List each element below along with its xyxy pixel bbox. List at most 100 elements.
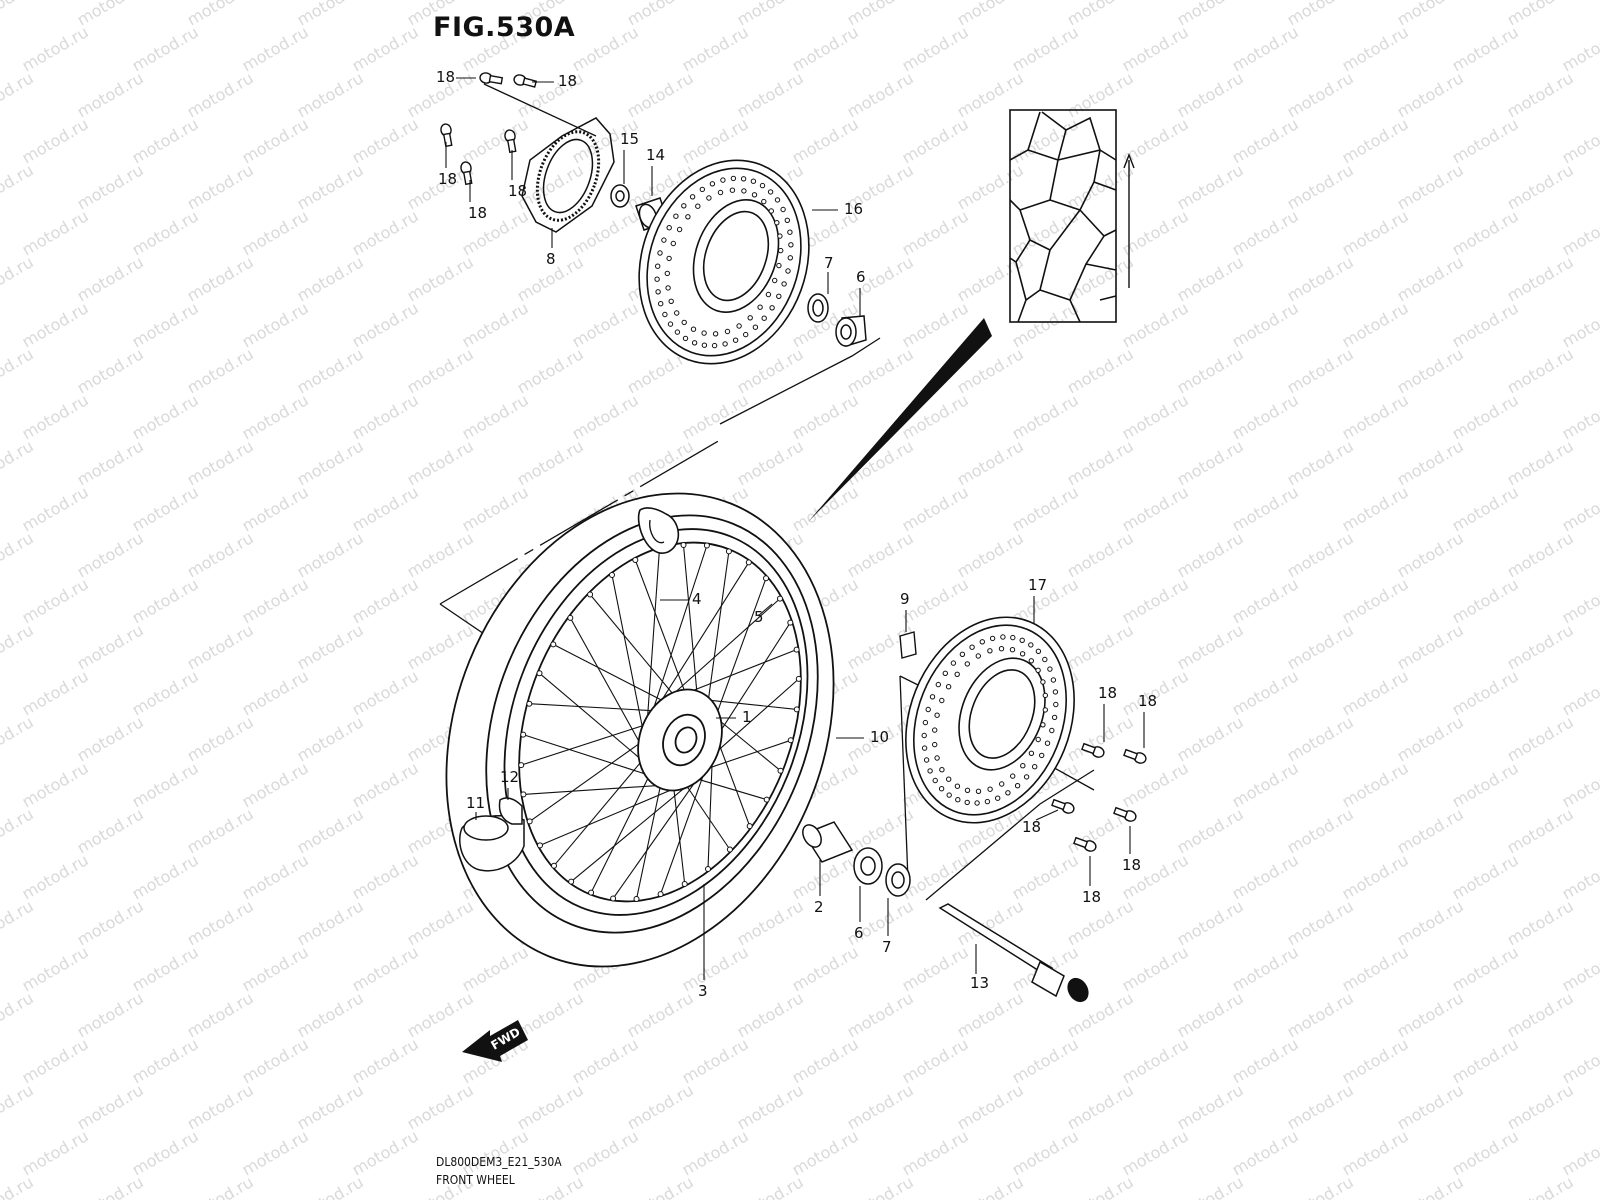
callout-number-9: 9 xyxy=(900,590,910,608)
disc-vent-hole xyxy=(946,792,952,798)
watermark-text: motod.ru xyxy=(1394,804,1467,857)
watermark-text: motod.ru xyxy=(679,1034,752,1087)
watermark-text: motod.ru xyxy=(734,1172,807,1200)
disc-vent-hole xyxy=(667,321,674,327)
watermark-text: motod.ru xyxy=(844,344,917,397)
watermark-text: motod.ru xyxy=(294,620,367,673)
disc-vent-hole xyxy=(1051,714,1058,721)
disc-vent-hole xyxy=(654,276,660,282)
spoke-line xyxy=(706,551,730,713)
watermark-text: motod.ru xyxy=(1394,620,1467,673)
spoke-nipple-mark xyxy=(705,866,711,872)
watermark-text: motod.ru xyxy=(404,988,477,1041)
watermark-text: motod.ru xyxy=(1229,22,1302,75)
disc-vent-hole xyxy=(788,242,794,248)
disc-vent-hole xyxy=(939,767,945,773)
watermark-text: motod.ru xyxy=(74,68,147,121)
watermark-text: motod.ru xyxy=(184,160,257,213)
watermark-text: motod.ru xyxy=(1394,1080,1467,1133)
disc-vent-hole xyxy=(676,226,683,233)
watermark-text: motod.ru xyxy=(349,1126,422,1179)
watermark-text: motod.ru xyxy=(1174,528,1247,581)
watermark-text: motod.ru xyxy=(1449,482,1522,535)
watermark-text: motod.ru xyxy=(129,758,202,811)
watermark-text: motod.ru xyxy=(1449,22,1522,75)
spoke-nipple-mark xyxy=(787,737,794,744)
disc-vent-hole xyxy=(1020,763,1026,769)
disc-vent-hole xyxy=(946,776,952,782)
watermark-text: motod.ru xyxy=(74,712,147,765)
disc-vent-hole xyxy=(995,795,1001,801)
disc-vent-hole xyxy=(747,315,753,321)
disc-vent-hole xyxy=(701,342,708,348)
watermark-text: motod.ru xyxy=(459,390,532,443)
watermark-text: motod.ru xyxy=(74,160,147,213)
watermark-text: motod.ru xyxy=(1174,1080,1247,1133)
watermark-text: motod.ru xyxy=(1064,252,1137,305)
disc-vent-hole xyxy=(780,206,786,213)
disc-vent-hole xyxy=(787,229,793,235)
callout-number-18: 18 xyxy=(508,182,527,200)
disc-vent-hole xyxy=(975,653,981,659)
spoke-nipple-mark xyxy=(520,731,527,738)
spoke-nipple-mark xyxy=(526,700,533,707)
watermark-text: motod.ru xyxy=(184,0,257,29)
watermark-text: motod.ru xyxy=(569,298,642,351)
watermark-text: motod.ru xyxy=(789,22,862,75)
disc-vent-hole xyxy=(1014,783,1021,789)
spoke-line xyxy=(635,777,663,900)
disc-vent-hole xyxy=(1000,634,1006,640)
watermark-text: motod.ru xyxy=(19,574,92,627)
disc-vent-hole xyxy=(1052,689,1059,695)
disc-vent-hole xyxy=(1035,648,1042,654)
watermark-text: motod.ru xyxy=(129,390,202,443)
watermark-text: motod.ru xyxy=(789,114,862,167)
watermark-text: motod.ru xyxy=(789,942,862,995)
watermark-text: motod.ru xyxy=(459,482,532,535)
front-wheel-assembly xyxy=(445,492,835,968)
disc-vent-hole xyxy=(722,341,728,347)
disc-vent-hole xyxy=(1039,752,1045,759)
watermark-text: motod.ru xyxy=(624,1080,697,1133)
watermark-text: motod.ru xyxy=(1009,206,1082,259)
disc-vent-hole xyxy=(989,635,996,642)
disc-vent-hole xyxy=(1019,637,1025,643)
watermark-text: motod.ru xyxy=(1229,1126,1302,1179)
disc-vent-hole xyxy=(942,670,948,676)
watermark-text: motod.ru xyxy=(349,942,422,995)
callout-number-3: 3 xyxy=(698,982,708,1000)
watermark-text: motod.ru xyxy=(1284,804,1357,857)
watermark-text: motod.ru xyxy=(349,390,422,443)
watermark-text: motod.ru xyxy=(239,574,312,627)
watermark-text: motod.ru xyxy=(1009,1034,1082,1087)
disc-vent-hole xyxy=(1010,773,1016,779)
watermark-text: motod.ru xyxy=(624,68,697,121)
disc-vent-hole xyxy=(730,175,737,182)
watermark-text: motod.ru xyxy=(74,252,147,305)
disc-vent-hole xyxy=(921,745,928,751)
disc-vent-hole xyxy=(1044,740,1051,746)
disc-vent-hole xyxy=(987,648,993,654)
spoke-line xyxy=(649,545,708,720)
watermark-text: motod.ru xyxy=(349,758,422,811)
watermark-text: motod.ru xyxy=(349,482,422,535)
watermark-text: motod.ru xyxy=(624,0,697,29)
watermark-text: motod.ru xyxy=(1174,804,1247,857)
watermark-text: motod.ru xyxy=(1229,850,1302,903)
callout-number-8: 8 xyxy=(546,250,556,268)
callout-number-15: 15 xyxy=(620,130,639,148)
spoke-nipple-mark xyxy=(526,818,533,825)
watermark-text: motod.ru xyxy=(1284,528,1357,581)
watermark-text: motod.ru xyxy=(734,436,807,489)
watermark-text: motod.ru xyxy=(844,0,917,29)
spoke-nipple-mark xyxy=(763,575,769,582)
spoke-line xyxy=(570,772,703,883)
disc-vent-hole xyxy=(1042,656,1048,663)
watermark-text: motod.ru xyxy=(0,804,37,857)
disc-vent-hole xyxy=(969,644,975,650)
watermark-text: motod.ru xyxy=(899,22,972,75)
watermark-text: motod.ru xyxy=(1559,1126,1600,1179)
spoke-line xyxy=(590,767,654,893)
watermark-text: motod.ru xyxy=(294,0,367,29)
spoke-nipple-mark xyxy=(633,896,640,902)
